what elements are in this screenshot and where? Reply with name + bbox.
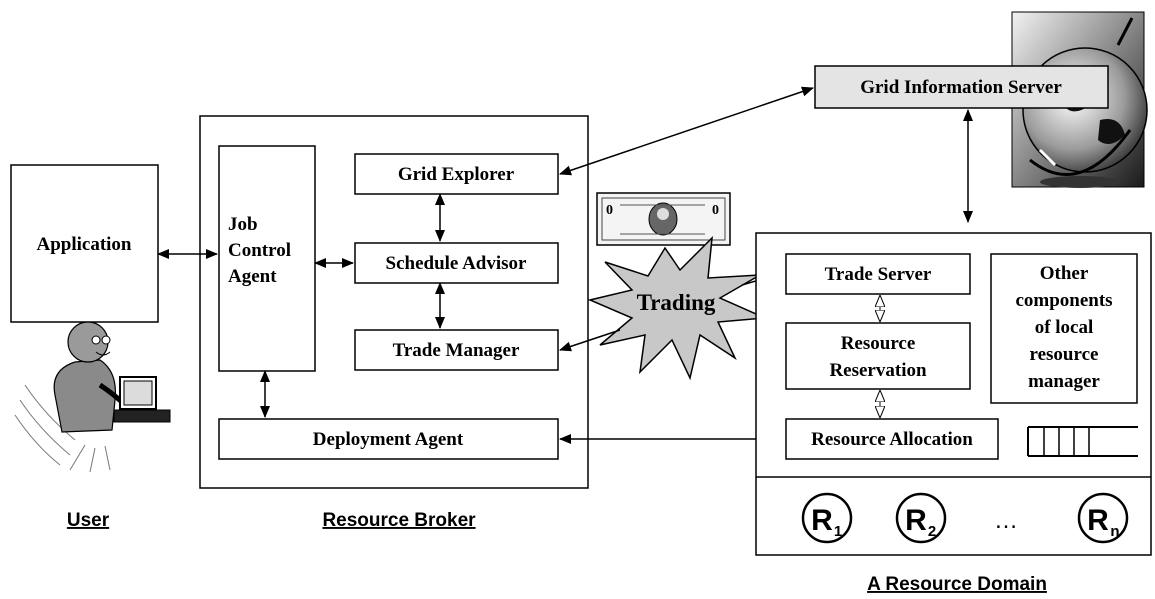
grid-explorer-box: Grid Explorer — [354, 153, 559, 195]
resource-r2-letter: R — [905, 504, 927, 537]
other-line-1: Other — [1040, 263, 1089, 284]
trade-server-label: Trade Server — [825, 264, 932, 285]
job-control-line-1: Job — [228, 214, 258, 235]
trade-server-box: Trade Server — [785, 253, 971, 295]
resource-broker-section-label: Resource Broker — [322, 510, 476, 531]
other-components-box: Other components of local resource manag… — [990, 253, 1138, 404]
trade-manager-box: Trade Manager — [354, 329, 559, 371]
resource-reservation-line-1: Resource — [841, 333, 916, 354]
grid-information-server-label: Grid Information Server — [860, 77, 1062, 98]
job-control-agent-box: Job Control Agent — [218, 145, 316, 372]
other-line-5: manager — [1028, 371, 1100, 392]
deployment-agent-box: Deployment Agent — [218, 418, 559, 460]
schedule-advisor-label: Schedule Advisor — [386, 253, 528, 274]
svg-text:0: 0 — [606, 203, 613, 218]
resource-rn: R n — [1077, 492, 1129, 544]
resource-allocation-label: Resource Allocation — [811, 429, 973, 450]
resource-r1-letter: R — [811, 504, 833, 537]
resource-ellipsis: … — [994, 507, 1018, 534]
resource-allocation-box: Resource Allocation — [785, 418, 999, 460]
other-line-3: of local — [1035, 317, 1094, 338]
resource-domain-section-label: A Resource Domain — [867, 574, 1047, 595]
job-control-line-3: Agent — [228, 266, 277, 287]
user-section-label: User — [67, 510, 110, 531]
trading-label: Trading — [637, 290, 716, 315]
trading-starburst: Trading — [587, 235, 766, 381]
other-line-4: resource — [1030, 344, 1099, 365]
application-box: Application — [10, 164, 159, 323]
grid-explorer-label: Grid Explorer — [398, 164, 515, 185]
resource-r1-sub: 1 — [834, 523, 842, 540]
user-at-computer-icon — [14, 321, 171, 473]
application-label: Application — [36, 234, 131, 255]
trade-manager-label: Trade Manager — [393, 340, 520, 361]
schedule-advisor-box: Schedule Advisor — [354, 242, 559, 284]
resource-r1: R 1 — [801, 492, 853, 544]
resource-reservation-box: Resource Reservation — [785, 322, 971, 390]
svg-text:0: 0 — [712, 203, 719, 218]
trade-manager-trading-arrow — [559, 329, 621, 352]
resource-r2: R 2 — [895, 492, 947, 544]
grid-information-server-box: Grid Information Server — [814, 65, 1109, 109]
resource-r2-sub: 2 — [928, 523, 936, 540]
resource-reservation-line-2: Reservation — [829, 360, 927, 381]
dollar-bill-icon: 0 0 — [596, 192, 731, 246]
job-control-line-2: Control — [228, 240, 291, 261]
resource-rn-letter: R — [1087, 504, 1109, 537]
resource-rn-sub: n — [1110, 523, 1119, 540]
deployment-agent-label: Deployment Agent — [313, 429, 464, 450]
explorer-gis-arrow — [559, 86, 814, 176]
queue-icon — [1027, 426, 1138, 457]
other-line-2: components — [1015, 290, 1112, 311]
